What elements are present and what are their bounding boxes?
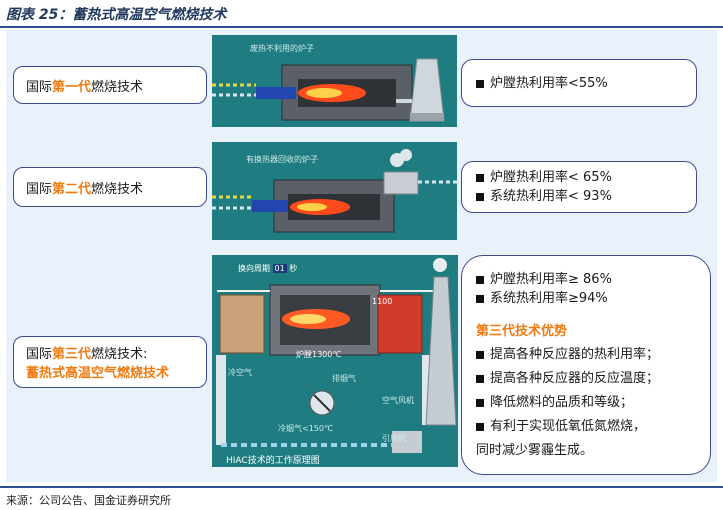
gen2-label: 国际第二代燃烧技术 xyxy=(26,181,144,197)
gen3-advantages-title: 第三代技术优势 xyxy=(476,324,568,339)
gen3-label: 国际第三代燃烧技术: xyxy=(26,347,148,362)
gen3-fan-air-label: 空气风机 xyxy=(382,396,414,405)
gen1-stat-item: 炉膛热利用率<55% xyxy=(476,74,682,93)
gen3-stat-item: 炉膛热利用率≥ 86% xyxy=(476,270,696,289)
gen3-subtitle: 蓄热式高温空气燃烧技术 xyxy=(26,366,170,381)
gen1-diagram-caption: 废热不利用的炉子 xyxy=(250,44,314,53)
gen3-label-box: 国际第三代燃烧技术: 蓄热式高温空气燃烧技术 xyxy=(13,336,207,388)
source-note: 来源：公司公告、国金证券研究所 xyxy=(6,494,171,507)
gen3-advantage-tail: 同时减少雾霾生成。 xyxy=(476,443,594,458)
gen3-diagram: 换向周期 01 秒 1100 炉膛1300℃ 冷空气 排烟气 空气风机 冷烟气<… xyxy=(212,255,458,467)
gen1-diagram: 废热不利用的炉子 xyxy=(212,35,457,127)
gen3-advantage-item: 提高各种反应器的热利用率； xyxy=(476,343,696,367)
gen3-cool-gas-label: 冷烟气<150℃ xyxy=(278,424,333,433)
gen2-stats-box: 炉膛热利用率< 65% 系统热利用率< 93% xyxy=(461,161,697,213)
gen1-label: 国际第一代燃烧技术 xyxy=(26,79,144,95)
gen1-stats-box: 炉膛热利用率<55% xyxy=(461,59,697,107)
gen2-furnace-illustration xyxy=(212,142,457,240)
gen3-advantage-item: 有利于实现低氧低氮燃烧， xyxy=(476,415,696,439)
gen1-furnace-illustration xyxy=(212,35,457,127)
gen3-stats-box: 炉膛热利用率≥ 86% 系统热利用率≥94% 第三代技术优势 提高各种反应器的热… xyxy=(461,255,711,475)
gen3-temp-label: 1100 xyxy=(372,297,393,306)
gen3-cold-air-label: 冷空气 xyxy=(228,368,252,377)
gen2-label-box: 国际第二代燃烧技术 xyxy=(13,167,207,207)
gen2-stat-item: 炉膛热利用率< 65% xyxy=(476,168,682,187)
gen3-diagram-caption: HIAC技术的工作原理图 xyxy=(226,456,320,466)
gen2-diagram-caption: 有换热器回收的炉子 xyxy=(246,155,318,164)
gen2-diagram: 有换热器回收的炉子 xyxy=(212,142,457,240)
gen3-advantage-item: 降低燃料的品质和等级； xyxy=(476,391,696,415)
bottom-rule xyxy=(0,486,723,488)
gen3-exhaust-label: 排烟气 xyxy=(332,374,356,383)
gen2-stat-item: 系统热利用率< 93% xyxy=(476,187,682,206)
gen3-hiac-illustration xyxy=(212,255,458,467)
gen3-fan-smoke-label: 引风机 xyxy=(382,434,406,443)
gen1-label-box: 国际第一代燃烧技术 xyxy=(13,66,207,104)
figure-title: 图表 25：蓄热式高温空气燃烧技术 xyxy=(6,7,227,23)
gen3-furnace-label: 炉膛1300℃ xyxy=(296,350,342,359)
gen3-switch-label: 换向周期 01 秒 xyxy=(238,264,298,273)
top-rule xyxy=(0,26,723,28)
gen3-stat-item: 系统热利用率≥94% xyxy=(476,289,696,308)
gen3-advantage-item: 提高各种反应器的反应温度； xyxy=(476,367,696,391)
